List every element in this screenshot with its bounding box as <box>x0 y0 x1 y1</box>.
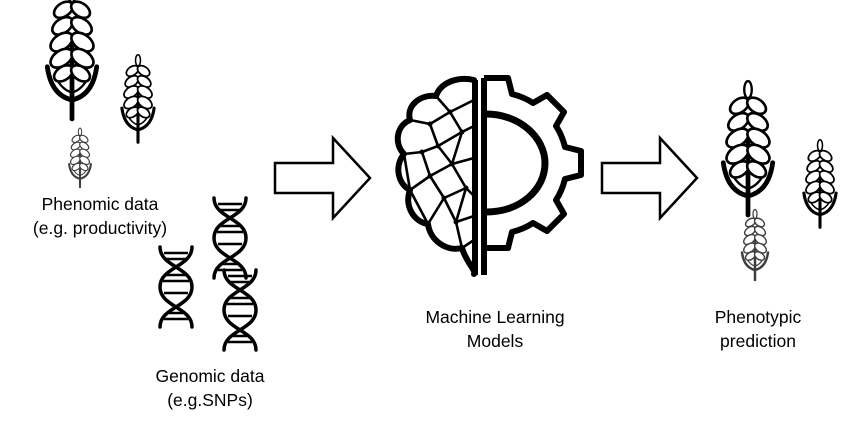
gear-icon <box>481 75 584 275</box>
dna-helix-icon <box>158 245 194 329</box>
ml-label-line2: Models <box>466 331 524 351</box>
brain-icon <box>394 76 478 277</box>
wheat-icon <box>67 126 93 189</box>
wheat-icon <box>120 53 156 144</box>
dna-helix-icon <box>222 268 258 352</box>
phenomic-data-label: Phenomic data (e.g. productivity) <box>0 192 200 240</box>
right-arrow-icon <box>600 136 699 220</box>
wheat-icon <box>723 81 773 215</box>
prediction-label-line1: Phenotypic <box>714 307 802 327</box>
genomic-data-label: Genomic data (e.g.SNPs) <box>110 364 310 412</box>
ml-models-label: Machine Learning Models <box>395 305 595 353</box>
phenomic-label-line1: Phenomic data <box>41 194 159 214</box>
wheat-icon <box>802 138 838 229</box>
dna-helix-icon <box>212 196 248 280</box>
ml-label-line1: Machine Learning <box>425 307 565 327</box>
genomic-label-line1: Genomic data <box>155 366 265 386</box>
genomic-label-line2: (e.g.SNPs) <box>167 390 253 410</box>
phenomic-label-line2: (e.g. productivity) <box>32 218 168 238</box>
right-arrow-icon <box>273 136 372 220</box>
prediction-label-line2: prediction <box>720 331 796 351</box>
wheat-icon <box>740 208 770 282</box>
phenotypic-prediction-label: Phenotypic prediction <box>658 305 858 353</box>
wheat-icon <box>47 0 97 119</box>
